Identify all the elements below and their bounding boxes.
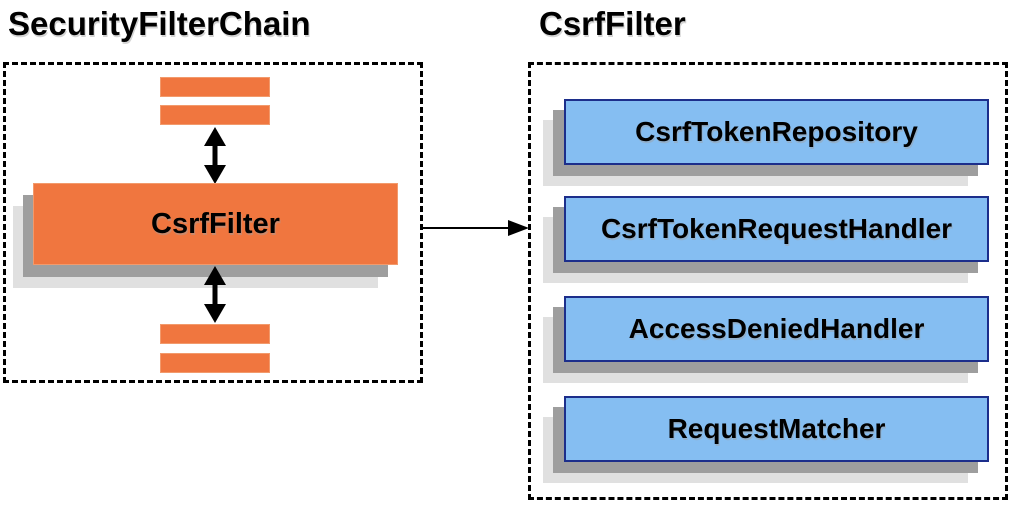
filter-bar <box>160 353 270 373</box>
access-denied-handler-label: AccessDeniedHandler <box>628 313 925 344</box>
access-denied-handler-box: AccessDeniedHandler <box>564 296 989 362</box>
csrf-token-repository-box: CsrfTokenRepository <box>564 99 989 165</box>
csrf-token-request-handler-box: CsrfTokenRequestHandler <box>564 196 989 262</box>
csrf-token-request-handler-label: CsrfTokenRequestHandler <box>600 213 953 244</box>
security-filter-chain-title: SecurityFilterChain <box>8 5 311 42</box>
csrf-filter-title: CsrfFilter <box>539 5 686 42</box>
filter-bar <box>160 324 270 344</box>
csrf-token-repository-label: CsrfTokenRepository <box>635 116 918 147</box>
csrf-filter-box: CsrfFilter <box>33 183 398 265</box>
filter-bar <box>160 105 270 125</box>
csrf-filter-box-label: CsrfFilter <box>151 207 280 240</box>
double-headed-vertical-arrow-icon <box>204 266 226 323</box>
security-filter-chain-container <box>3 62 423 383</box>
request-matcher-label: RequestMatcher <box>667 413 886 444</box>
double-headed-vertical-arrow-icon <box>204 127 226 184</box>
csrf-filter-detail-container: CsrfTokenRepository CsrfTokenRequestHand… <box>528 62 1008 500</box>
filter-bar <box>160 77 270 97</box>
right-arrow-icon <box>422 220 529 236</box>
request-matcher-box: RequestMatcher <box>564 396 989 462</box>
